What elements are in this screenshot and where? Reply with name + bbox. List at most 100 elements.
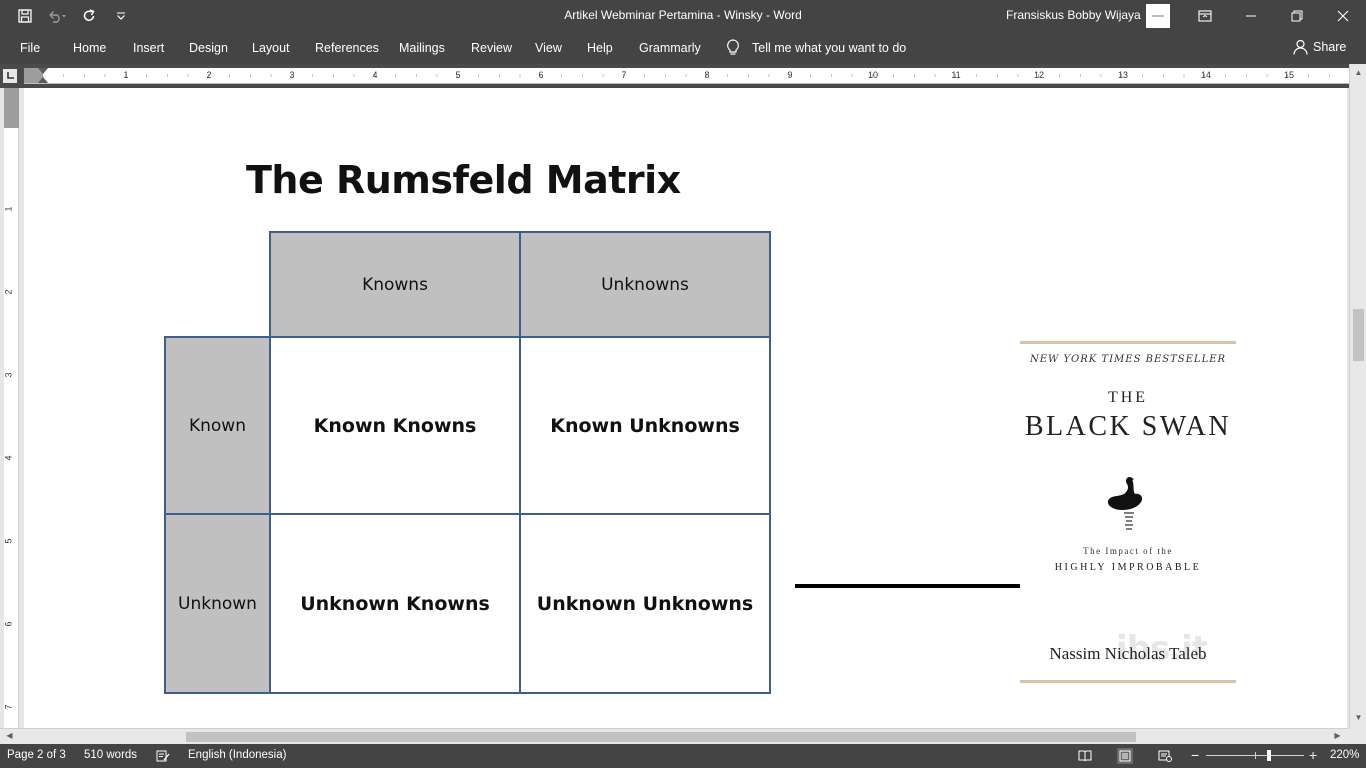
book-title-article: THE: [1107, 389, 1149, 406]
matrix-col-header: Knowns: [269, 231, 521, 338]
tab-mailings[interactable]: Mailings: [399, 41, 445, 55]
ruler-number: 13: [1117, 70, 1129, 80]
zoom-out-button[interactable]: −: [1191, 747, 1200, 763]
word-count[interactable]: 510 words: [84, 749, 138, 761]
scroll-up-icon[interactable]: ▲: [1354, 68, 1363, 77]
vertical-scroll-thumb[interactable]: [1353, 309, 1364, 361]
tab-stop-selector[interactable]: [3, 69, 17, 83]
print-layout-icon: [1119, 750, 1131, 762]
matrix-row-header: Unknown: [164, 513, 271, 694]
quick-access-toolbar: [10, 0, 136, 32]
redo-icon: [83, 9, 95, 21]
matrix-cell: Known Knowns: [269, 336, 521, 515]
lightbulb-icon: [727, 39, 739, 55]
ribbon-display-icon: [1198, 10, 1212, 22]
proofing-icon: [156, 750, 170, 762]
restore-icon: [1291, 10, 1303, 22]
vertical-ruler[interactable]: 1 2 3 4 5 6 7: [4, 88, 19, 728]
restore-button[interactable]: [1274, 0, 1320, 32]
vertical-ruler-number: 4: [3, 455, 14, 461]
matrix-cell: Unknown Knowns: [269, 513, 521, 694]
language-indicator[interactable]: English (Indonesia): [188, 749, 287, 761]
page-count[interactable]: Page 2 of 3: [7, 749, 66, 761]
book-title: BLACK SWAN: [1024, 411, 1232, 442]
customize-toolbar-button[interactable]: [106, 1, 136, 31]
tab-review[interactable]: Review: [471, 41, 512, 55]
left-tab-icon: [7, 72, 14, 79]
vertical-ruler-number: 2: [3, 289, 14, 295]
ruler-number: 5: [455, 70, 461, 80]
share-label: Share: [1313, 40, 1347, 54]
scroll-right-icon[interactable]: ▶: [1334, 731, 1341, 740]
web-layout-button[interactable]: [1157, 748, 1173, 764]
vertical-ruler-number: 6: [3, 621, 14, 627]
status-bar: Page 2 of 3 510 words English (Indonesia…: [0, 744, 1366, 768]
tab-design[interactable]: Design: [189, 41, 228, 55]
image-watermark: ibs.it: [1116, 629, 1208, 669]
tab-insert[interactable]: Insert: [133, 41, 165, 55]
web-layout-icon: [1158, 750, 1172, 762]
horizontal-ruler[interactable]: 1 2 3 4 5 6 7 8 9 10 11 12 13 14 15: [24, 68, 1349, 84]
share-button[interactable]: Share: [1293, 39, 1346, 55]
zoom-slider-thumb[interactable]: [1267, 750, 1271, 761]
redo-button[interactable]: [74, 1, 104, 31]
vertical-ruler-number: 5: [3, 538, 14, 544]
close-button[interactable]: [1320, 0, 1366, 32]
ruler-bar: 1 2 3 4 5 6 7 8 9 10 11 12 13 14 15: [0, 64, 1366, 88]
zoom-level[interactable]: 220%: [1330, 749, 1360, 761]
document-page[interactable]: The Rumsfeld Matrix Knowns Unknowns Know…: [24, 88, 1347, 728]
proofing-status-button[interactable]: [155, 748, 171, 764]
scroll-down-icon[interactable]: ▼: [1354, 713, 1363, 722]
undo-button[interactable]: [42, 1, 72, 31]
book-author: Nassim Nicholas Taleb: [1049, 644, 1207, 663]
horizontal-scrollbar[interactable]: ◀ ▶: [0, 728, 1349, 744]
page-title: The Rumsfeld Matrix: [246, 158, 681, 202]
avatar[interactable]: [1146, 4, 1170, 28]
tab-help[interactable]: Help: [587, 41, 613, 55]
zoom-in-button[interactable]: +: [1309, 747, 1318, 763]
vertical-scrollbar[interactable]: ▲ ▼: [1349, 64, 1366, 728]
tab-references[interactable]: References: [315, 41, 379, 55]
book-subtitle-line-1: The Impact of the: [1083, 546, 1173, 556]
minimize-button[interactable]: [1228, 0, 1274, 32]
ribbon-display-options-button[interactable]: [1182, 0, 1228, 32]
ruler-number: 15: [1283, 70, 1295, 80]
tab-home[interactable]: Home: [73, 41, 107, 55]
ruler-number: 11: [951, 70, 961, 80]
tab-layout[interactable]: Layout: [252, 41, 290, 55]
minimize-icon: [1246, 15, 1256, 17]
tell-me-label: Tell me what you want to do: [752, 40, 907, 55]
print-layout-button[interactable]: [1117, 748, 1133, 764]
ruler-number: 12: [1033, 70, 1045, 80]
book-subtitle-line-2: HIGHLY IMPROBABLE: [1054, 562, 1202, 573]
chevron-down-icon: [117, 12, 125, 20]
horizontal-scroll-thumb[interactable]: [186, 732, 1136, 742]
tab-grammarly[interactable]: Grammarly: [639, 41, 701, 55]
matrix-col-header: Unknowns: [519, 231, 771, 338]
hanging-indent-marker[interactable]: [38, 77, 48, 83]
ruler-ticks: [43, 68, 1349, 83]
matrix-cell: Known Unknowns: [519, 336, 771, 515]
read-mode-button[interactable]: [1077, 748, 1093, 764]
book-cover-top-border: [1020, 341, 1236, 344]
account-name[interactable]: Fransiskus Bobby Wijaya: [1006, 8, 1141, 22]
arrow-shaft[interactable]: [795, 584, 1025, 588]
black-swan-icon: [1107, 477, 1143, 530]
first-line-indent-marker[interactable]: [38, 68, 48, 74]
tab-file[interactable]: File: [20, 41, 41, 55]
tab-view[interactable]: View: [535, 41, 562, 55]
ribbon-tabs: File Home Insert Design Layout Reference…: [0, 32, 1366, 64]
save-icon: [18, 9, 32, 23]
tell-me-search[interactable]: Tell me what you want to do: [726, 39, 906, 56]
title-bar: Artikel Webminar Pertamina - Winsky - Wo…: [0, 0, 1366, 32]
scroll-left-icon[interactable]: ◀: [6, 731, 13, 740]
save-button[interactable]: [10, 1, 40, 31]
matrix-cell: Unknown Unknowns: [519, 513, 771, 694]
ruler-number: 1: [123, 70, 129, 80]
book-cover-image[interactable]: NEW YORK TIMES BESTSELLER THE BLACK SWAN…: [1020, 341, 1236, 683]
ruler-number: 10: [867, 70, 879, 80]
vertical-ruler-top-margin: [4, 88, 19, 128]
ruler-number: 2: [206, 70, 212, 80]
ruler-number: 14: [1200, 70, 1212, 80]
vertical-ruler-number: 1: [3, 206, 14, 212]
